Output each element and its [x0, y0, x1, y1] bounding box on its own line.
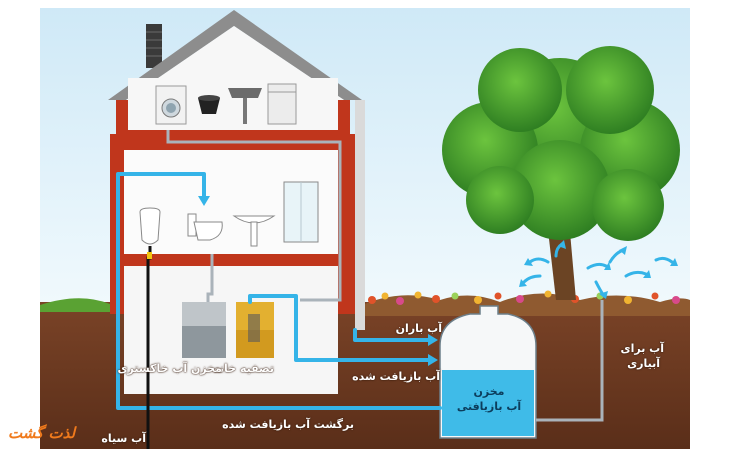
- grey-pipes: [166, 130, 604, 422]
- label-grey-water-tank: مخزن آب خاکستری: [117, 362, 222, 375]
- grey-water-tank: [182, 302, 226, 358]
- sprinkler-arrowheads: [519, 240, 678, 299]
- treatment-tank: [236, 302, 274, 358]
- label-tank-line1: مخزن: [473, 385, 505, 398]
- logo: لذت گشت: [8, 424, 76, 442]
- sprinkler-arrows: [522, 242, 674, 298]
- bucket-icon: [198, 95, 220, 114]
- flower-bed: [360, 293, 690, 316]
- pipe-arrowheads: [198, 196, 438, 366]
- label-recycled-return: برگشت آب بازیافت شده: [222, 418, 354, 431]
- shower-cabin-icon: [283, 181, 319, 243]
- washing-machine-icon: [155, 85, 187, 125]
- basement-room: [124, 266, 338, 394]
- urinal-icon: [139, 207, 161, 245]
- label-treatment-house: تصفیه خانه: [213, 362, 274, 375]
- label-recycled-water: آب بازیافت شده: [352, 370, 440, 383]
- valve: [147, 252, 152, 259]
- dishwasher-icon: [267, 83, 297, 125]
- label-irrigation-line1: آب برای: [620, 342, 664, 355]
- recycled-water-tank: [439, 305, 537, 439]
- sink-icon: [228, 88, 262, 124]
- washbasin-icon: [232, 215, 276, 247]
- flowers: [368, 290, 680, 305]
- label-black-water: آب سیاه: [101, 432, 146, 445]
- water-pipes: [116, 172, 442, 410]
- label-tank: مخزن آب بازیافتی: [444, 384, 534, 414]
- label-tank-line2: آب بازیافتی: [456, 400, 522, 413]
- label-rain-water: آب باران: [395, 322, 442, 335]
- toilet-icon: [187, 213, 223, 241]
- chimney-icon: [146, 24, 162, 68]
- tree-icon: [442, 46, 680, 300]
- label-irrigation-line2: آبیاری: [627, 357, 660, 370]
